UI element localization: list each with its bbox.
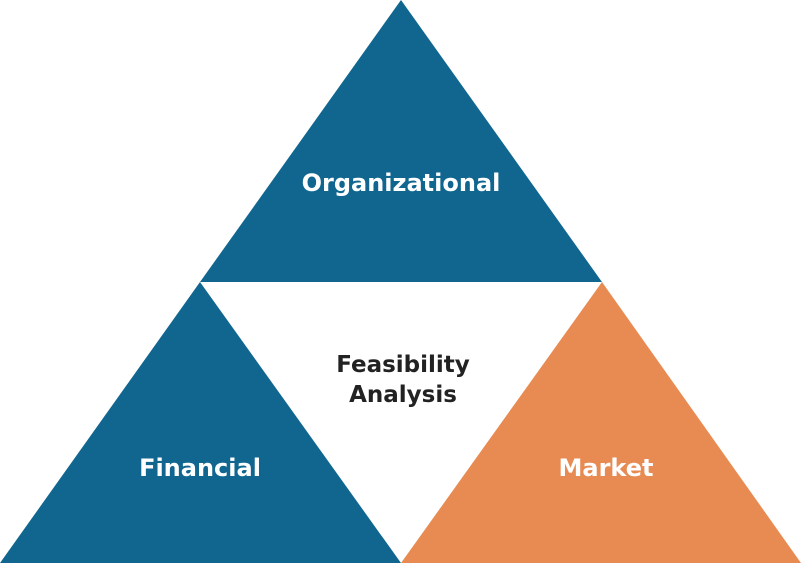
- market-triangle: [401, 282, 801, 563]
- center-label-line2: Analysis: [349, 382, 457, 408]
- market-label: Market: [559, 454, 654, 482]
- organizational-triangle: [200, 0, 602, 282]
- financial-label: Financial: [139, 454, 261, 482]
- organizational-label: Organizational: [302, 169, 501, 197]
- financial-triangle: [0, 282, 401, 563]
- center-label-line1: Feasibility: [336, 352, 470, 378]
